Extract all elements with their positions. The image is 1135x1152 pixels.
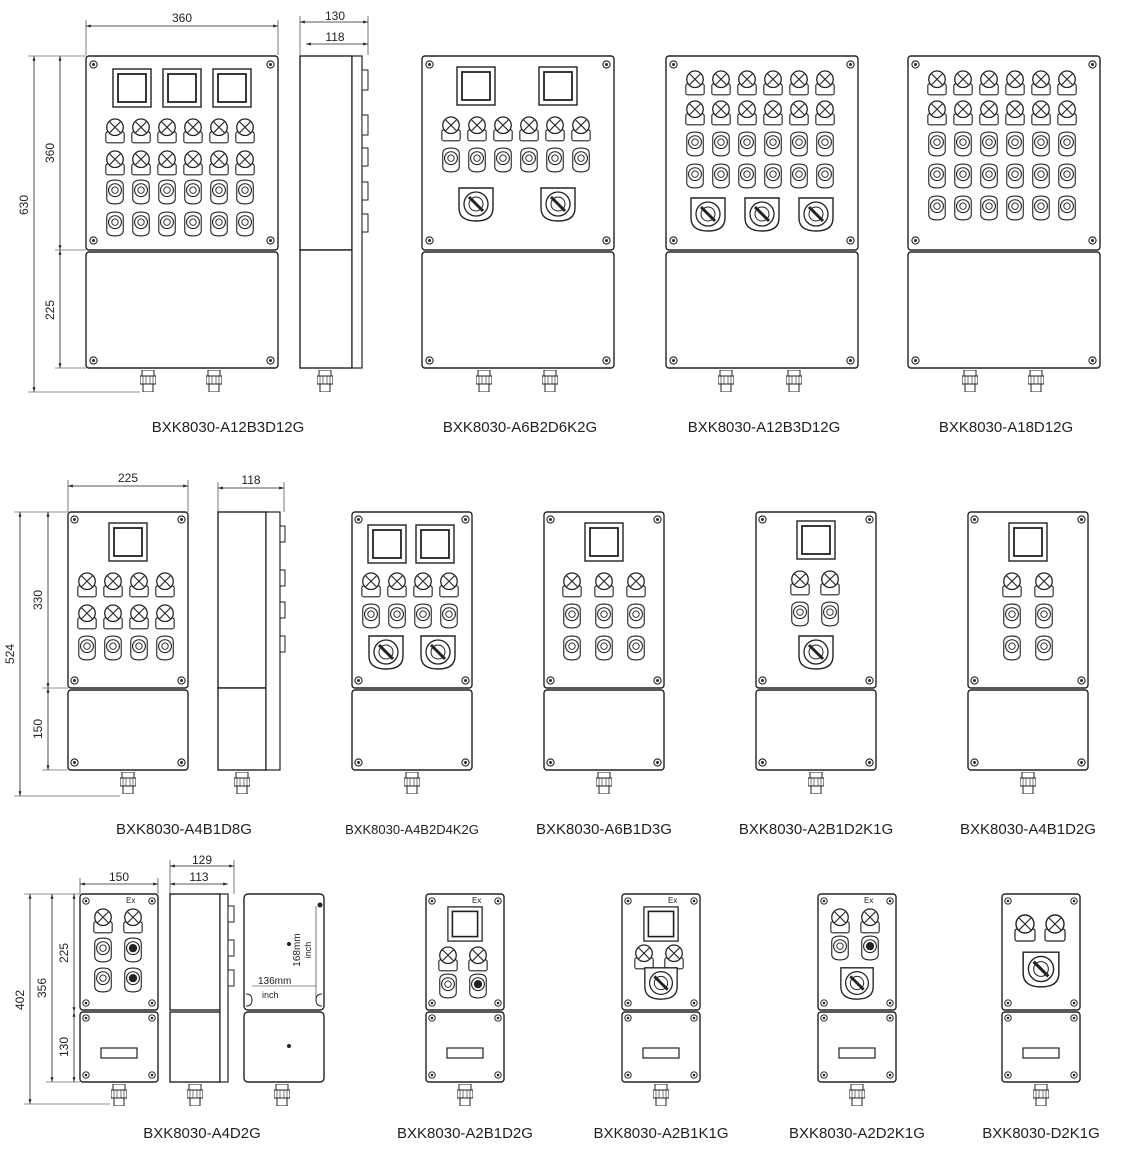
row3-depth-outer-label: 129 (192, 853, 212, 867)
row3-width-label: 150 (109, 870, 129, 884)
row2-height-label: 524 (3, 644, 17, 664)
row2-side-view (217, 511, 286, 794)
row3-caption-3: BXK8030-A2B1K1G (593, 1125, 728, 1142)
row1-side-view (299, 55, 369, 392)
row3-ex-mark-3: Ex (668, 896, 677, 905)
row1-depth-outer-label: 130 (325, 9, 345, 23)
row2-lower-label: 150 (31, 719, 45, 739)
row2-caption-3: BXK8030-A6B1D3G (536, 821, 672, 838)
row3-caption-2: BXK8030-A2B1D2G (397, 1125, 533, 1142)
row1-enclosure-4 (907, 55, 1101, 392)
row3-back-view: 136mm inch 168mm inch (243, 893, 325, 1106)
row2-upper-label: 330 (31, 590, 45, 610)
row3-caption-1: BXK8030-A4D2G (143, 1125, 261, 1142)
row1-enclosure-2 (421, 55, 615, 392)
row3-enclosure-3: Ex (621, 893, 701, 1106)
row2-width-label: 225 (118, 471, 138, 485)
row3-enclosure-4: Ex (817, 893, 897, 1106)
row3-enclosure-2: Ex (425, 893, 505, 1106)
row3-ex-mark-4: Ex (864, 896, 873, 905)
row3-lower-label: 130 (57, 1037, 71, 1057)
row1-width-label: 360 (172, 11, 192, 25)
row2-depth-label: 118 (241, 473, 260, 487)
row1-depth-inner-label: 118 (325, 30, 344, 44)
row1-upper-label: 360 (43, 143, 57, 163)
row2-enclosure-3 (543, 511, 665, 794)
back-width-mm: 136mm (258, 976, 291, 987)
row1-enclosure-3 (665, 55, 859, 392)
back-height-inch: inch (303, 942, 313, 959)
row3-height-label: 402 (13, 990, 27, 1010)
row1-enclosure-1 (85, 55, 279, 392)
row2-caption-1: BXK8030-A4B1D8G (116, 821, 252, 838)
row3-ex-mark-2: Ex (472, 896, 481, 905)
row1-dimensions: 360 130 118 630 360 225 (17, 9, 369, 393)
row1-height-label: 630 (17, 195, 31, 215)
row2-enclosure-1 (67, 511, 189, 794)
back-height-mm: 168mm (292, 933, 303, 966)
row2-caption-5: BXK8030-A4B1D2G (960, 821, 1096, 838)
row3-depth-inner-label: 113 (189, 870, 208, 884)
row3-upper-label: 225 (57, 943, 71, 963)
row3-caption-5: BXK8030-D2K1G (982, 1125, 1100, 1142)
row3-ex-mark-1: Ex (126, 896, 135, 905)
row3-side-view (169, 893, 235, 1106)
row3-enclosure-1: Ex (79, 893, 159, 1106)
row2-enclosure-2 (351, 511, 473, 794)
row1-caption-1: BXK8030-A12B3D12G (152, 419, 305, 436)
row3-mid-label: 356 (35, 978, 49, 998)
row2-enclosure-5 (967, 511, 1089, 794)
row1-lower-label: 225 (43, 300, 57, 320)
row2-enclosure-4 (755, 511, 877, 794)
row3-dimensions: 150 129 113 402 356 225 130 (13, 853, 235, 1105)
row3-enclosure-5 (1001, 893, 1081, 1106)
row2-caption-4: BXK8030-A2B1D2K1G (739, 821, 893, 838)
row1-caption-2: BXK8030-A6B2D6K2G (443, 419, 597, 436)
row1-caption-3: BXK8030-A12B3D12G (688, 419, 841, 436)
back-width-inch: inch (262, 990, 279, 1000)
row1-caption-4: BXK8030-A18D12G (939, 419, 1073, 436)
row3-caption-4: BXK8030-A2D2K1G (789, 1125, 925, 1142)
row2-caption-2: BXK8030-A4B2D4K2G (345, 822, 479, 837)
row2-dimensions: 225 118 524 330 150 (3, 471, 285, 797)
